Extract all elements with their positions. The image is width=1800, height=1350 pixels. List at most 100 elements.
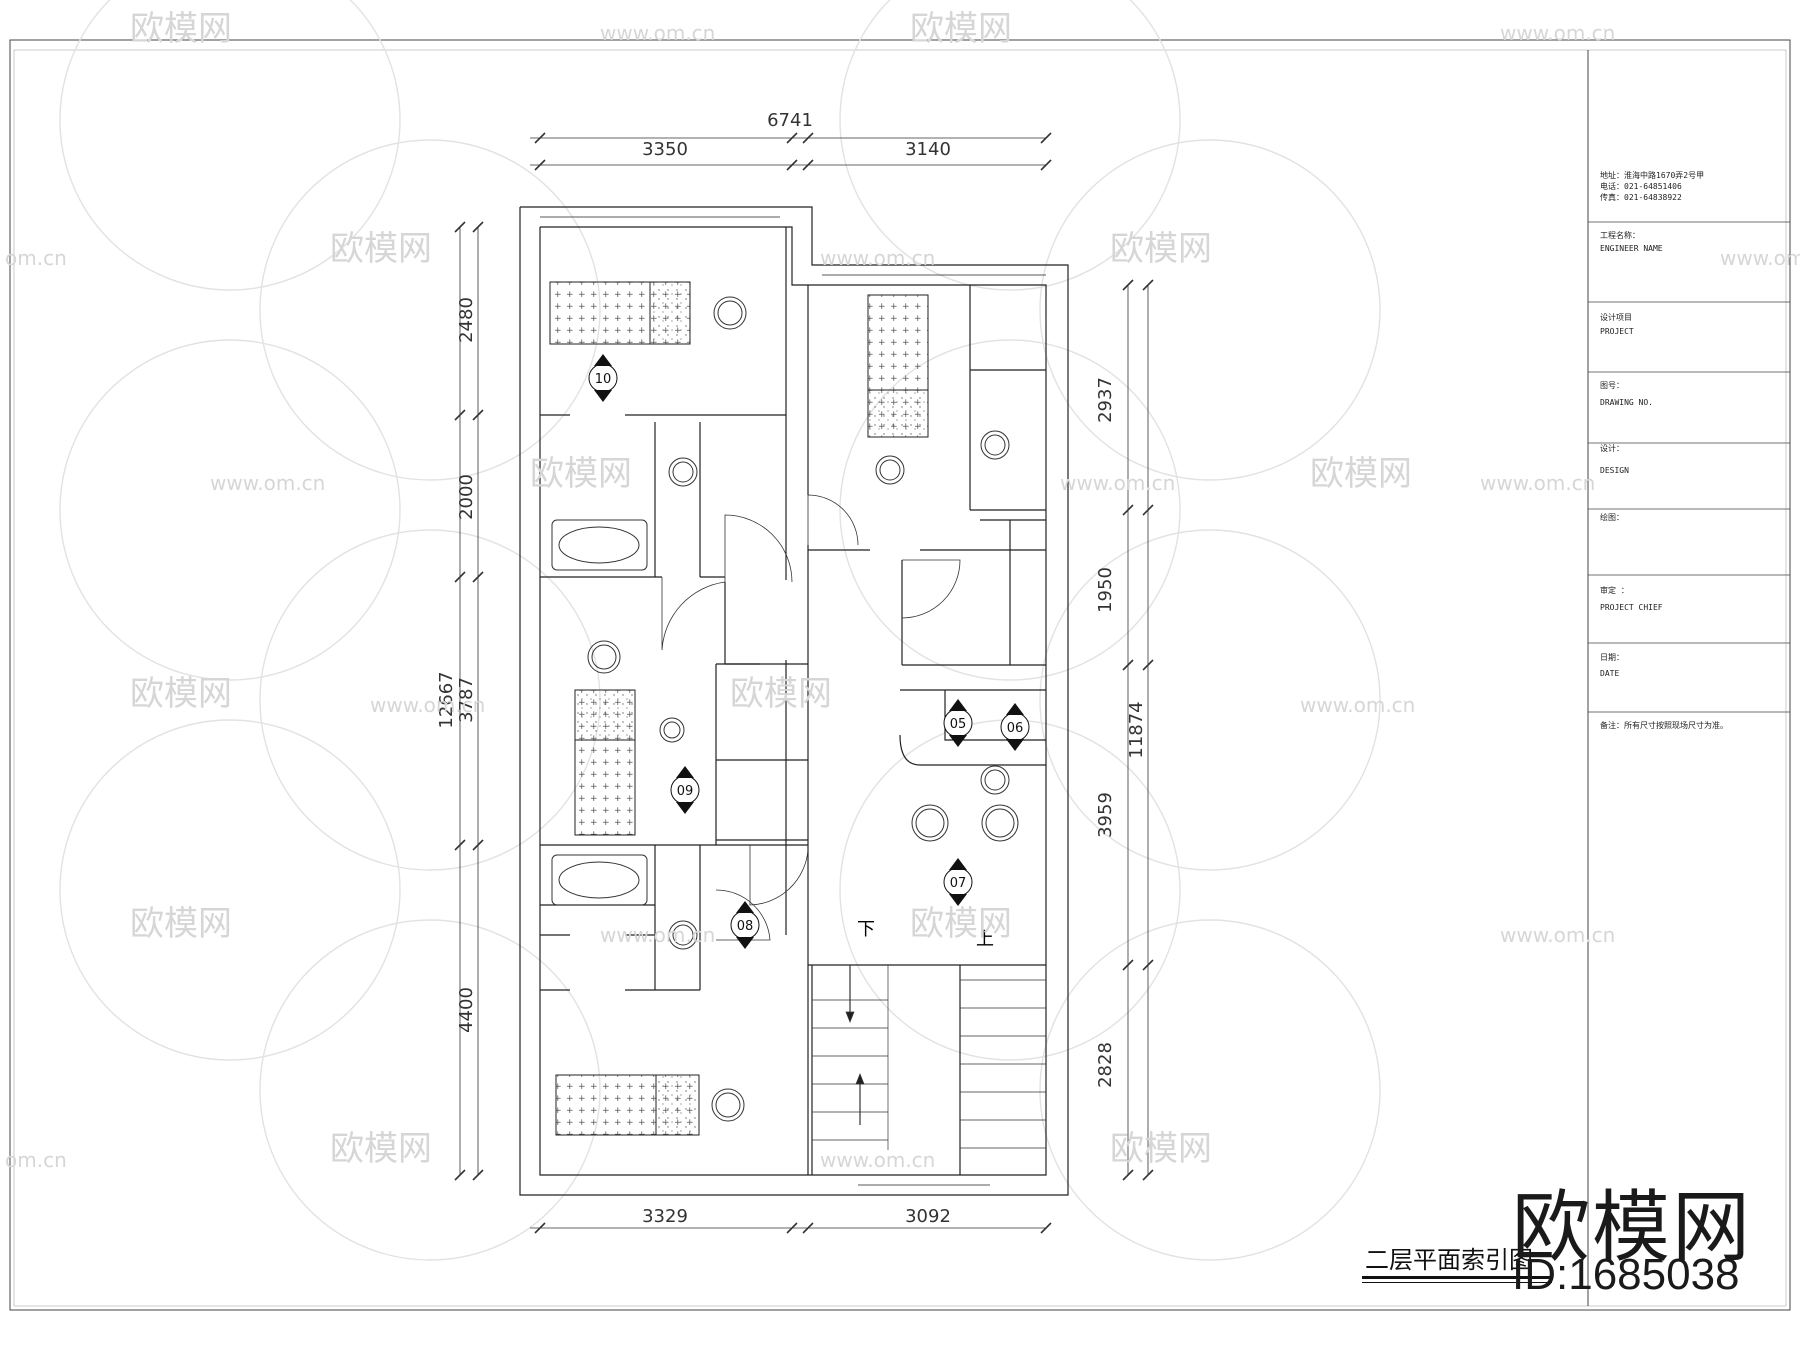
index-marker-arrow — [594, 354, 612, 366]
watermark-brand-text: 欧模网 — [530, 454, 632, 494]
watermark-url-text: www.om.cn — [600, 923, 715, 947]
address-line-1: 地址：淮海中路1670弄2号甲 — [1600, 171, 1705, 180]
index-marker-arrow — [949, 858, 967, 870]
round-fixtures — [587, 296, 1019, 1122]
index-marker-arrow — [676, 802, 694, 814]
staircase — [812, 965, 1046, 1150]
address-line-3: 传真：021-64838922 — [1600, 193, 1682, 202]
watermark-url-text: www.om.cn — [600, 21, 715, 45]
dim-top-left: 3350 — [642, 139, 688, 160]
index-marker-label: 07 — [950, 876, 967, 891]
watermark-url-text: www.om.cn — [210, 471, 325, 495]
door-swings — [661, 494, 961, 941]
watermark-brand-text: 欧模网 — [130, 674, 232, 714]
watermark-brand-text: 欧模网 — [730, 674, 832, 714]
bathtubs — [551, 519, 648, 906]
design-cn: 设计： — [1600, 444, 1624, 453]
index-marker-arrow — [1006, 703, 1024, 715]
index-marker-arrow — [949, 894, 967, 906]
dim-right-2: 1950 — [1095, 567, 1116, 613]
watermark-logos: 欧模网欧模网欧模网欧模网欧模网欧模网欧模网欧模网欧模网欧模网欧模网欧模网www.… — [5, 9, 1800, 1172]
dim-left-1: 2480 — [456, 297, 477, 343]
drawn-cn: 绘图： — [1600, 513, 1624, 522]
watermark-id: ID:1685038 — [1512, 1250, 1740, 1299]
fixture-circle — [659, 717, 685, 743]
watermark-url-text: www.om.cn — [1720, 246, 1800, 270]
date-cn: 日期： — [1600, 653, 1624, 662]
index-marker-label: 05 — [950, 717, 967, 732]
watermark-url-text: www.om.cn — [1480, 471, 1595, 495]
index-marker-arrow — [949, 735, 967, 747]
drawing-no-en: DRAWING NO. — [1600, 398, 1653, 407]
project-en: PROJECT — [1600, 327, 1634, 336]
fixture-circle — [980, 765, 1010, 795]
plan-title: 二层平面索引图 — [1365, 1246, 1533, 1274]
fixture-circle — [713, 296, 747, 330]
watermark-brand-text: 欧模网 — [1110, 1129, 1212, 1169]
note: 备注：所有尺寸按照现场尺寸为准。 — [1600, 721, 1728, 730]
watermark-brand-text: 欧模网 — [130, 904, 232, 944]
watermark-brand-text: 欧模网 — [910, 9, 1012, 49]
dimension-lines — [454, 132, 1154, 1234]
watermark-brand-text: 欧模网 — [1110, 229, 1212, 269]
watermark-url-short-text: om.cn — [5, 246, 67, 270]
watermark-url-text: www.om.cn — [1300, 693, 1415, 717]
project-name-en: ENGINEER NAME — [1600, 244, 1663, 253]
watermark-url-text: www.om.cn — [820, 1148, 935, 1172]
dim-left-total: 12667 — [436, 671, 457, 728]
dim-left-2: 2000 — [456, 474, 477, 520]
watermark-url-text: www.om.cn — [1060, 471, 1175, 495]
watermark-url-short-text: om.cn — [5, 1148, 67, 1172]
dim-bottom-left: 3329 — [642, 1206, 688, 1227]
index-marker-arrow — [736, 937, 754, 949]
watermark-url-text: www.om.cn — [370, 693, 485, 717]
dim-top-total: 6741 — [767, 110, 813, 131]
watermark-brand-text: 欧模网 — [330, 1129, 432, 1169]
dim-right-4: 2828 — [1095, 1042, 1116, 1088]
fixture-circle — [980, 430, 1010, 460]
chief-en: PROJECT CHIEF — [1600, 603, 1663, 612]
index-marker-arrow — [736, 901, 754, 913]
fixture-circle — [587, 640, 621, 674]
index-marker-label: 10 — [595, 372, 612, 387]
dim-right-1: 2937 — [1095, 377, 1116, 423]
index-marker-label: 08 — [737, 919, 754, 934]
project-cn: 设计项目 — [1600, 313, 1632, 322]
beds — [549, 281, 929, 1136]
date-en: DATE — [1600, 669, 1620, 678]
dim-left-3: 3787 — [456, 677, 477, 723]
index-marker-arrow — [1006, 739, 1024, 751]
index-marker-arrow — [949, 699, 967, 711]
fixture-circle — [711, 1088, 745, 1122]
index-marker-arrow — [676, 766, 694, 778]
dimension-labels: 6741 3350 3140 3329 3092 12667 2480 2000… — [436, 110, 1147, 1227]
stair-down-label: 下 — [857, 919, 875, 940]
watermark-url-text: www.om.cn — [820, 246, 935, 270]
fixture-circle — [981, 804, 1019, 842]
watermark-brand-text: 欧模网 — [1310, 454, 1412, 494]
watermark-brand-text: 欧模网 — [910, 904, 1012, 944]
drawing-no-cn: 图号： — [1600, 381, 1624, 390]
watermark-brand: 欧模网 — [1512, 1183, 1753, 1273]
index-marker-label: 09 — [677, 784, 694, 799]
watermark-brand-text: 欧模网 — [130, 9, 232, 49]
fixture-circle — [911, 804, 949, 842]
index-marker-arrow — [594, 390, 612, 402]
fixture-circle — [668, 457, 698, 487]
title-underline — [1362, 1276, 1552, 1279]
watermark-brand-text: 欧模网 — [330, 229, 432, 269]
address-line-2: 电话：021-64851406 — [1600, 182, 1682, 191]
title-underline-thin — [1362, 1282, 1552, 1283]
stair-up-label: 上 — [976, 929, 994, 950]
chief-cn: 审定 ： — [1600, 586, 1629, 595]
dim-right-total: 11874 — [1126, 701, 1147, 758]
dim-top-right: 3140 — [905, 139, 951, 160]
design-en: DESIGN — [1600, 466, 1629, 475]
dim-bottom-right: 3092 — [905, 1206, 951, 1227]
project-name-cn: 工程名称： — [1600, 231, 1640, 240]
dim-right-3: 3959 — [1095, 792, 1116, 838]
fixture-circle — [875, 455, 905, 485]
watermark-url-text: www.om.cn — [1500, 923, 1615, 947]
